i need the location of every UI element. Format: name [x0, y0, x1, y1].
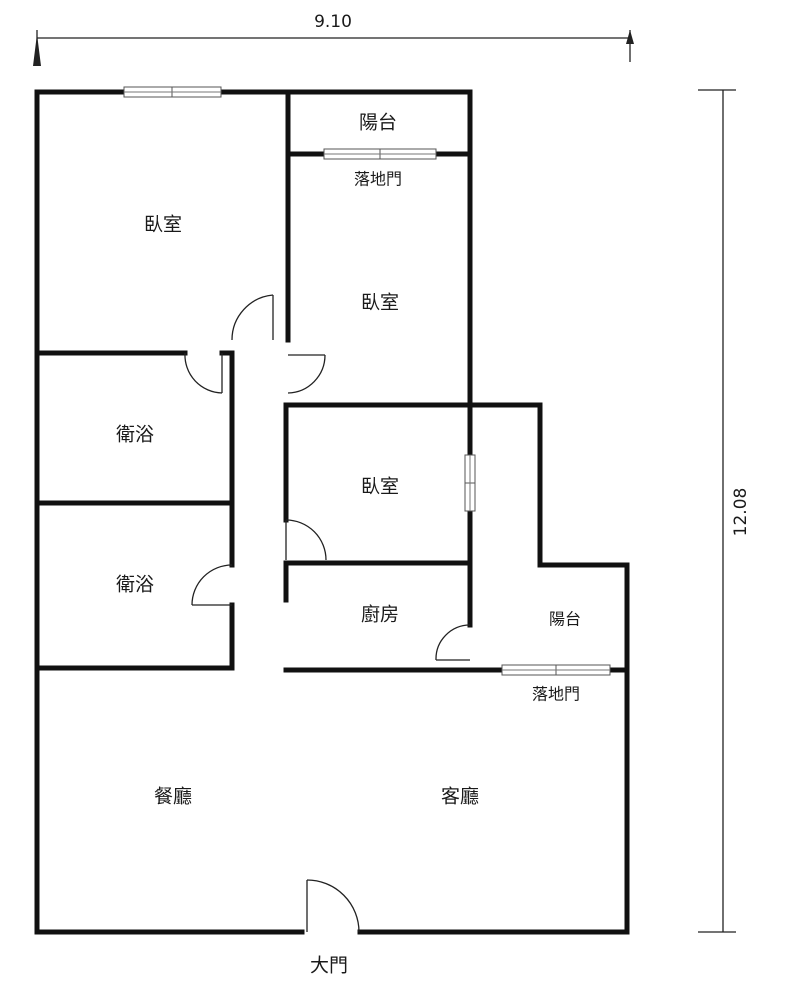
label-bathroom-2: 衛浴 [116, 574, 154, 596]
height-dimension: 12.08 [698, 89, 751, 933]
door-bathroom-2 [191, 564, 233, 606]
sliding-door-top [323, 148, 437, 160]
door-bedroom-3 [285, 519, 327, 561]
width-dimension: 9.10 [33, 12, 634, 66]
main-door [306, 879, 360, 933]
label-main-door: 大門 [310, 955, 348, 977]
sliding-door-right [501, 664, 611, 676]
door-bathroom-1 [184, 352, 223, 394]
label-dining-room: 餐廳 [154, 786, 192, 808]
label-sliding-door-right: 落地門 [532, 685, 580, 704]
label-bedroom-3: 臥室 [361, 476, 399, 498]
height-label: 12.08 [731, 488, 751, 537]
label-living-room: 客廳 [441, 786, 479, 808]
label-bathroom-1: 衛浴 [116, 424, 154, 446]
label-balcony-right: 陽台 [549, 610, 581, 629]
top-window [123, 86, 222, 98]
door-bedroom-2 [287, 354, 326, 394]
door-bedroom-1 [231, 294, 274, 341]
label-kitchen: 廚房 [361, 603, 399, 626]
width-label: 9.10 [314, 12, 352, 32]
walls [34, 89, 630, 935]
label-bedroom-2: 臥室 [361, 292, 399, 314]
label-bedroom-1: 臥室 [144, 214, 182, 236]
side-window [464, 454, 476, 512]
door-kitchen [435, 624, 471, 661]
label-balcony-top: 陽台 [359, 112, 397, 134]
label-sliding-door-top: 落地門 [354, 170, 402, 189]
